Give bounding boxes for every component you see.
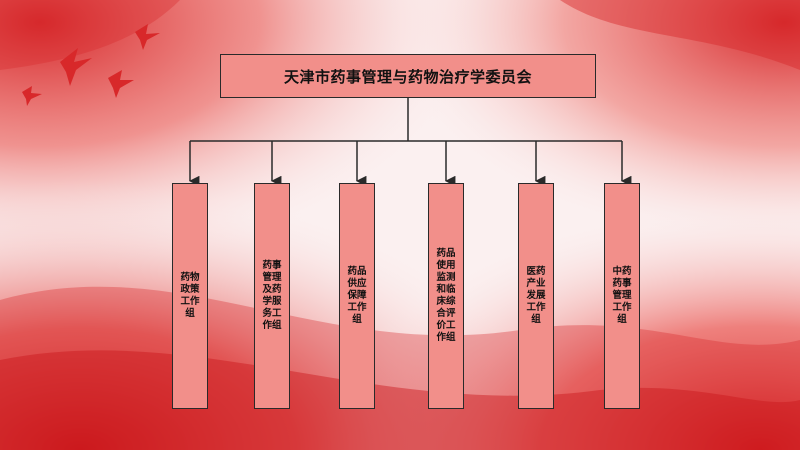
child-node-label: 医药产业发展工作组	[526, 266, 546, 325]
dove-icon	[108, 70, 134, 98]
root-node-label: 天津市药事管理与药物治疗学委员会	[283, 67, 532, 86]
child-node-pharmacy-service-group: 药事管理及药学服务工作组	[254, 183, 290, 409]
dove-icon	[135, 24, 160, 50]
child-node-policy-group: 药物政策工作组	[172, 183, 208, 409]
child-node-label: 药品供应保障工作组	[347, 266, 367, 325]
child-node-tcm-management-group: 中药药事管理工作组	[604, 183, 640, 409]
child-node-supply-group: 药品供应保障工作组	[339, 183, 375, 409]
child-node-industry-development-group: 医药产业发展工作组	[518, 183, 554, 409]
child-node-label: 药物政策工作组	[180, 272, 200, 319]
child-node-usage-monitoring-group: 药品使用监测和临床综合评价工作组	[428, 183, 464, 409]
dove-icon	[60, 48, 92, 86]
child-node-label: 中药药事管理工作组	[612, 266, 632, 325]
dove-icon	[22, 86, 42, 106]
child-node-label: 药事管理及药学服务工作组	[262, 260, 282, 331]
root-node-committee: 天津市药事管理与药物治疗学委员会	[220, 54, 596, 98]
child-node-label: 药品使用监测和临床综合评价工作组	[436, 248, 456, 343]
